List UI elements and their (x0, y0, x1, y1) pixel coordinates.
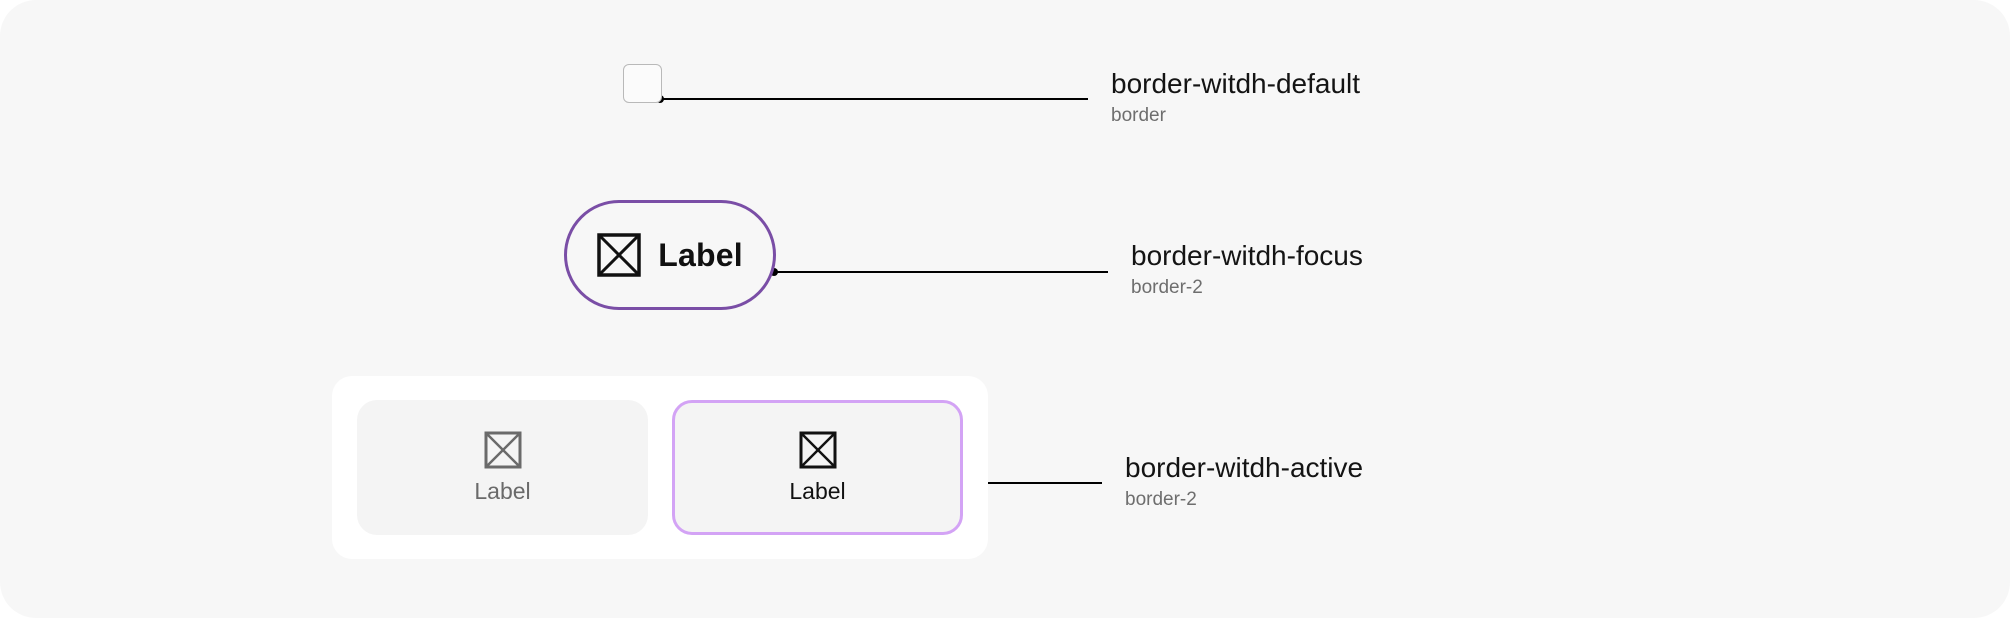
annotation-default: border-witdh-default border (1111, 67, 1360, 128)
focus-button-label: Label (658, 236, 743, 273)
image-placeholder-icon (799, 431, 837, 469)
segment-label: Label (789, 477, 846, 504)
checkbox-default-sample[interactable] (623, 64, 662, 103)
token-value: border (1111, 105, 1166, 126)
image-placeholder-icon (484, 431, 522, 469)
focus-button-sample[interactable]: Label (564, 200, 776, 310)
segmented-control-sample: Label Label (332, 376, 988, 559)
segment-label: Label (474, 477, 531, 504)
image-placeholder-icon (597, 233, 641, 277)
token-name: border-witdh-default (1111, 68, 1361, 99)
token-name: border-witdh-active (1125, 452, 1364, 483)
annotation-active: border-witdh-active border-2 (1125, 451, 1363, 512)
token-value: border-2 (1125, 489, 1197, 510)
token-value: border-2 (1131, 277, 1203, 298)
token-name: border-witdh-focus (1131, 240, 1363, 271)
segment-default[interactable]: Label (357, 400, 648, 535)
connector-default (656, 95, 1088, 103)
segment-active[interactable]: Label (672, 400, 963, 535)
annotation-focus: border-witdh-focus border-2 (1131, 239, 1363, 300)
connector-focus (770, 268, 1108, 276)
